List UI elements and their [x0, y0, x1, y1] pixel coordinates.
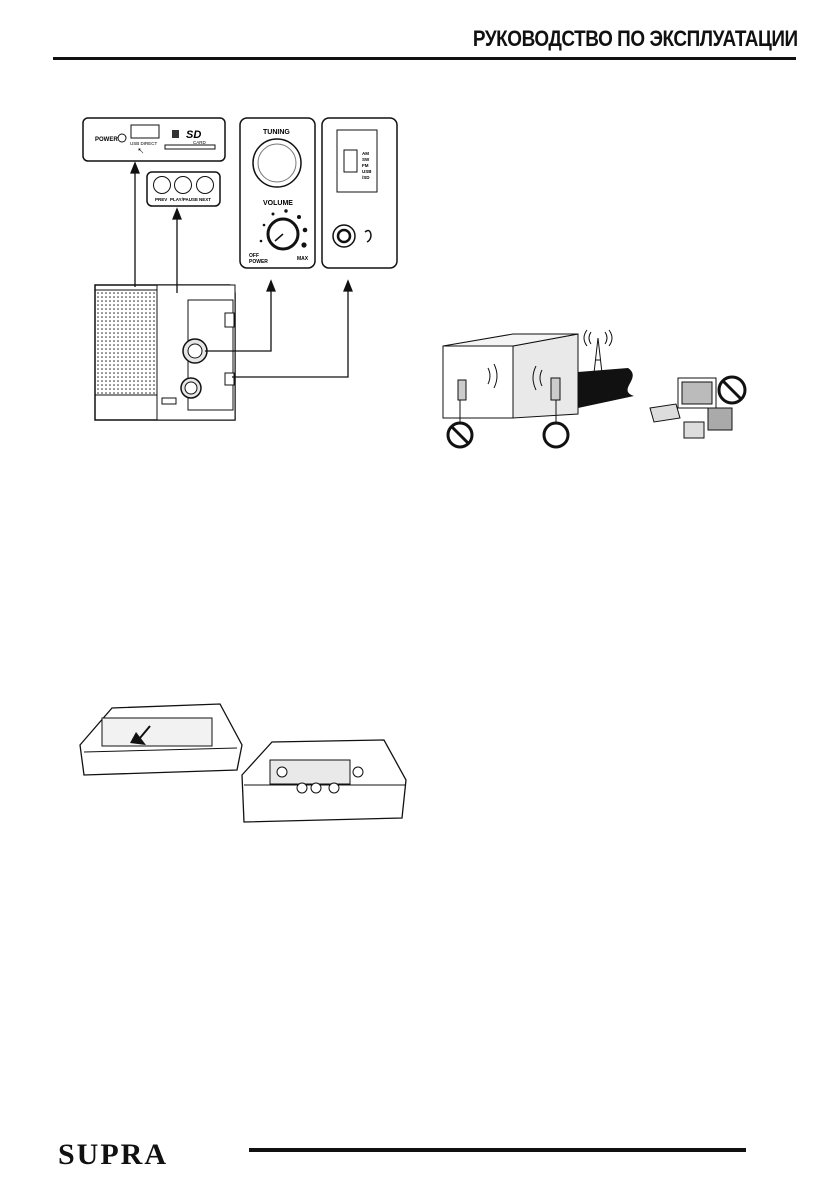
footer-brand-logo: SUPRA — [58, 1138, 168, 1172]
tuning-label: TUNING — [263, 129, 290, 136]
header-rule — [53, 57, 796, 60]
battery-compartment-figure — [72, 690, 412, 830]
card-label: CARD — [193, 140, 207, 145]
reception-conditions-figure — [438, 318, 750, 458]
band-sd: /SD — [362, 175, 370, 180]
volume-label: VOLUME — [263, 200, 293, 207]
prev-button-label: PREV — [155, 197, 167, 202]
band-fm: FM — [362, 163, 369, 168]
footer-rule — [249, 1148, 746, 1152]
usb-icon: ⭦ — [138, 146, 144, 156]
page-header-title: РУКОВОДСТВО ПО ЭКСПЛУАТАЦИИ — [473, 26, 798, 52]
power-knob-label: POWER — [249, 259, 268, 265]
next-button-label: NEXT — [199, 197, 211, 202]
band-usb: USB — [362, 169, 372, 174]
band-am: AM — [362, 151, 369, 156]
radio-controls-figure: POWER USB DIRECT ⭦ SD CARD PREV PLAY/PAU… — [80, 115, 400, 435]
play-pause-button-label: PLAY/PAUSE — [170, 197, 198, 202]
power-label: POWER — [95, 137, 118, 143]
band-sw: SW — [362, 157, 370, 162]
max-label: MAX — [297, 256, 309, 262]
